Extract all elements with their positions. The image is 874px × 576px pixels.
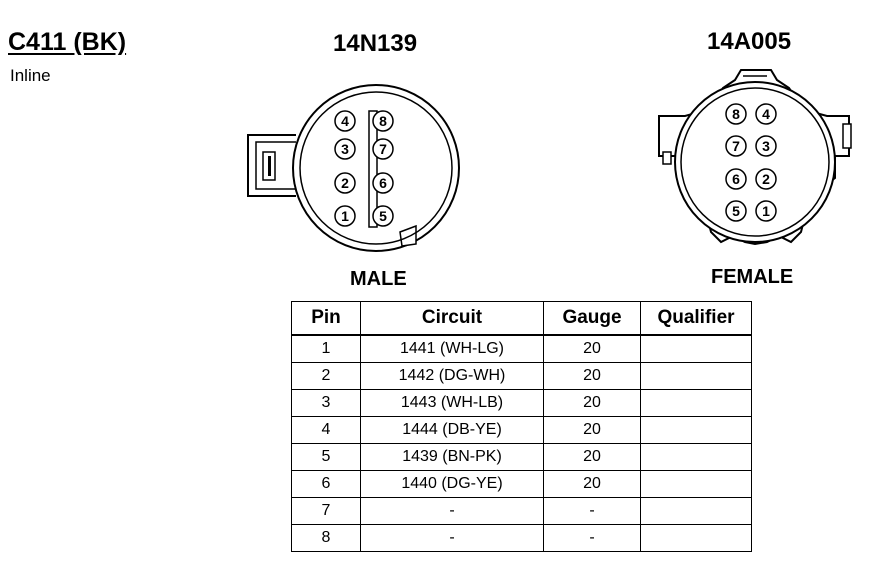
cell-circuit: - [360, 524, 544, 552]
female-pin-number: 8 [732, 106, 740, 122]
female-pin-number: 2 [762, 171, 770, 187]
male-pin-number: 5 [379, 208, 387, 224]
connector-location: Inline [10, 66, 51, 85]
table-row: 7-- [291, 497, 752, 525]
male-pin-number: 4 [341, 113, 349, 129]
male-latch [247, 134, 296, 197]
female-pin-circle [725, 200, 747, 222]
female-pin-number: 5 [732, 203, 740, 219]
cell-qualifier [640, 470, 752, 498]
male-pin-number: 7 [379, 141, 387, 157]
cell-pin: 4 [291, 416, 361, 444]
cell-pin: 3 [291, 389, 361, 417]
cell-pin: 5 [291, 443, 361, 471]
table-row: 8-- [291, 524, 752, 552]
male-pin-circle [334, 138, 356, 160]
cell-gauge: 20 [543, 334, 641, 363]
cell-qualifier [640, 389, 752, 417]
male-divider [368, 110, 378, 228]
male-pin-number: 6 [379, 175, 387, 191]
cell-pin: 7 [291, 497, 361, 525]
male-label: MALE [350, 268, 407, 290]
female-pin-circle [755, 200, 777, 222]
female-pin-number: 1 [762, 203, 770, 219]
cell-circuit: 1441 (WH-LG) [360, 334, 544, 363]
cell-circuit: - [360, 497, 544, 525]
cell-pin: 2 [291, 362, 361, 390]
male-pin-circle [372, 110, 394, 132]
header-qualifier: Qualifier [640, 301, 752, 336]
cell-gauge: 20 [543, 389, 641, 417]
male-pin-circle [334, 172, 356, 194]
cell-qualifier [640, 362, 752, 390]
cell-circuit: 1443 (WH-LB) [360, 389, 544, 417]
male-part-number: 14N139 [333, 30, 418, 57]
female-label: FEMALE [711, 266, 794, 288]
female-connector-diagram: 8 4 7 3 6 2 5 1 [658, 69, 852, 246]
male-pin-circle [372, 205, 394, 227]
table-header-row: Pin Circuit Gauge Qualifier [291, 301, 752, 336]
connector-id: C411 (BK) [8, 28, 127, 56]
female-pin-circle [755, 168, 777, 190]
male-pin-number: 8 [379, 113, 387, 129]
male-connector-diagram: 4 8 3 7 2 6 1 5 [247, 84, 460, 252]
female-pin-number: 7 [732, 138, 740, 154]
cell-pin: 8 [291, 524, 361, 552]
female-part-number: 14A005 [707, 28, 792, 55]
cell-pin: 1 [291, 334, 361, 363]
male-pin-circle [372, 172, 394, 194]
male-pin-number: 1 [341, 208, 349, 224]
cell-gauge: 20 [543, 470, 641, 498]
cell-circuit: 1442 (DG-WH) [360, 362, 544, 390]
cell-qualifier [640, 334, 752, 363]
cell-qualifier [640, 497, 752, 525]
cell-circuit: 1444 (DB-YE) [360, 416, 544, 444]
female-pin-number: 4 [762, 106, 770, 122]
male-pin-circle [372, 138, 394, 160]
female-pin-circle [755, 103, 777, 125]
cell-circuit: 1439 (BN-PK) [360, 443, 544, 471]
cell-gauge: - [543, 497, 641, 525]
cell-qualifier [640, 524, 752, 552]
cell-gauge: 20 [543, 416, 641, 444]
cell-pin: 6 [291, 470, 361, 498]
male-pin-circle [334, 205, 356, 227]
female-pin-circle [725, 103, 747, 125]
cell-gauge: - [543, 524, 641, 552]
cell-circuit: 1440 (DG-YE) [360, 470, 544, 498]
female-pin-circle [755, 135, 777, 157]
male-pin-number: 3 [341, 141, 349, 157]
header-circuit: Circuit [360, 301, 544, 336]
cell-qualifier [640, 443, 752, 471]
cell-gauge: 20 [543, 443, 641, 471]
female-pin-number: 3 [762, 138, 770, 154]
male-pin-number: 2 [341, 175, 349, 191]
female-pin-circle [725, 135, 747, 157]
female-pin-circle [725, 168, 747, 190]
header-gauge: Gauge [543, 301, 641, 336]
cell-qualifier [640, 416, 752, 444]
cell-gauge: 20 [543, 362, 641, 390]
male-pin-circle [334, 110, 356, 132]
header-pin: Pin [291, 301, 361, 336]
female-pin-number: 6 [732, 171, 740, 187]
